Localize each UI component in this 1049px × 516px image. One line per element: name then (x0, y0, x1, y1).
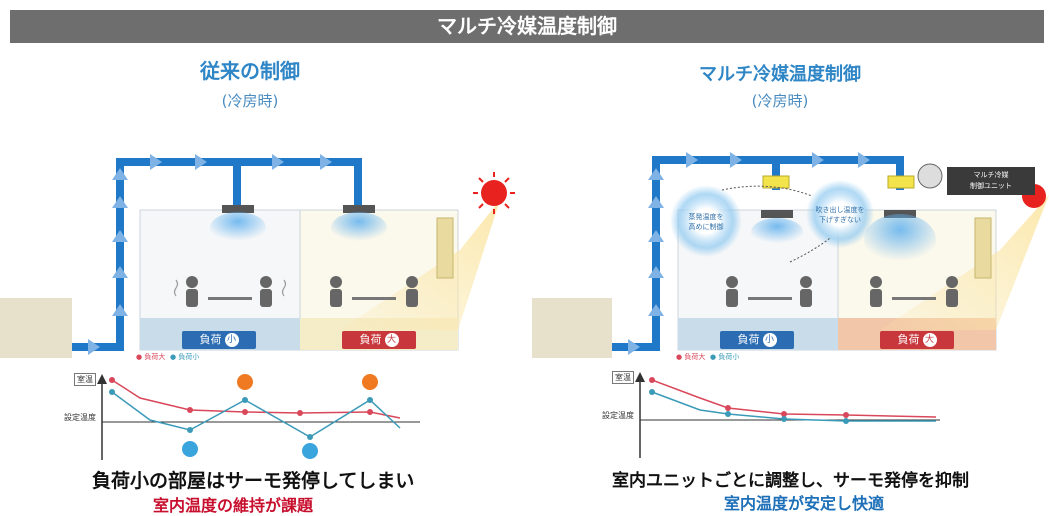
control-unit-icon (917, 163, 943, 189)
left-temperature-chart (97, 374, 420, 460)
legend-large-left: ● 負荷大 (136, 353, 166, 361)
right-panel (532, 152, 1049, 458)
right-caption-line2: 室内温度が安定し快適 (724, 494, 885, 513)
bubble2-text: 吹き出し温度を 下げすぎない (815, 206, 865, 224)
cold-face-icon (182, 441, 318, 459)
banner-title: マルチ冷媒温度制御 (10, 10, 1044, 43)
badge-mark: 大 (922, 333, 937, 347)
control-box-2 (887, 175, 915, 189)
legend-small-right: ● 負荷小 (710, 353, 740, 361)
indoor-unit-1-right (761, 210, 793, 218)
legend-large-right: ● 負荷大 (676, 353, 706, 361)
info-bubble-outlet (806, 180, 874, 248)
load-small-badge-right: 負荷小 (720, 331, 794, 349)
series-large-load-right (651, 379, 937, 418)
badge-mark: 小 (762, 333, 777, 347)
bubble1-text: 蒸発温度を 高めに制御 (688, 213, 724, 231)
axis-label-left: 室温 (74, 373, 96, 386)
refrigerant-pipe-left (72, 158, 362, 351)
badge-label: 負荷 (897, 333, 920, 346)
badge-label: 負荷 (359, 333, 382, 346)
left-title: 従来の制御 (200, 59, 300, 83)
people-left (186, 276, 418, 307)
badge-mark: 小 (224, 333, 239, 347)
flow-arrows-left (88, 154, 332, 355)
axis-label-right: 室温 (612, 371, 634, 384)
legend-small-left: ● 負荷小 (170, 353, 200, 361)
flow-arrows-right (628, 152, 870, 355)
badge-mark: 大 (384, 333, 399, 347)
series-small-load-right (651, 391, 936, 422)
left-subtitle: (冷房時) (221, 92, 279, 110)
right-subtitle: (冷房時) (751, 92, 809, 110)
outdoor-unit-right (532, 298, 612, 358)
right-caption-line1: 室内ユニットごとに調整し、サーモ発停を抑制 (612, 471, 969, 491)
load-small-badge-left: 負荷小 (182, 331, 256, 349)
control-unit-label: マルチ冷媒 制御ユニット (947, 167, 1035, 195)
right-temperature-chart (635, 372, 940, 458)
hot-face-icon (237, 374, 378, 390)
left-caption-line1: 負荷小の部屋はサーモ発停してしまい (92, 470, 415, 492)
control-box-1 (762, 175, 790, 189)
right-title: マルチ冷媒温度制御 (699, 64, 861, 85)
set-temp-label-right: 設定温度 (602, 411, 634, 420)
load-large-badge-left: 負荷大 (342, 331, 416, 349)
series-small-load-left (111, 391, 401, 438)
load-large-badge-right: 負荷大 (880, 331, 954, 349)
badge-label: 負荷 (199, 333, 222, 346)
indoor-unit-2-left (343, 205, 375, 213)
outdoor-unit-left (0, 298, 72, 358)
info-bubble-evap (670, 185, 742, 257)
indoor-unit-1-left (222, 205, 254, 213)
people-right (726, 276, 958, 307)
set-temp-label-left: 設定温度 (64, 413, 96, 422)
series-large-load-left (111, 379, 401, 419)
left-caption-line2: 室内温度の維持が課題 (153, 496, 314, 515)
sun-icon-left (481, 180, 507, 206)
refrigerant-pipe-right (612, 156, 904, 351)
badge-label: 負荷 (737, 333, 760, 346)
